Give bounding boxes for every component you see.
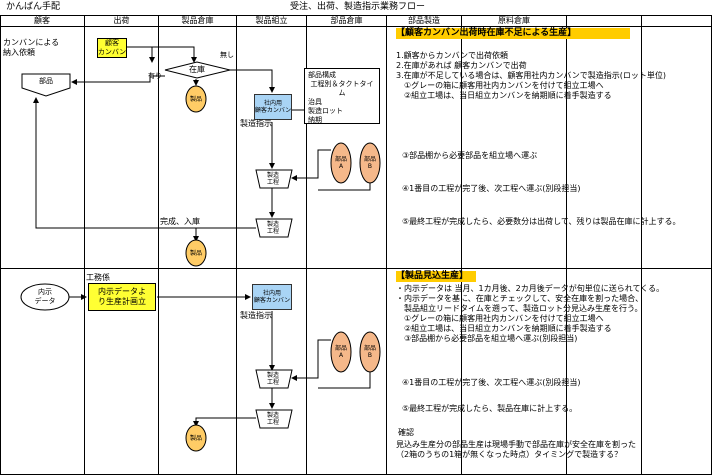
- lane-customer: 顧客: [34, 16, 50, 25]
- part-a-label-2: 部品 A: [334, 345, 347, 359]
- process-shape-4: [255, 409, 293, 429]
- process-shape-2: [255, 218, 293, 238]
- part-a-shape-2: [330, 331, 352, 373]
- in-house-kanban-box-2: 社内用 顧客カンバン: [252, 284, 292, 310]
- stock-label: 在庫: [189, 65, 205, 74]
- lane-shipping: 出荷: [113, 16, 130, 25]
- explain2-lines: ・内示データは 当月、1カ月後、2カ月後データが旬単位に送られてくる。 ・内示デ…: [396, 284, 665, 343]
- mfg-instruction-label: 製造指示: [240, 119, 272, 128]
- lane-parts-manufacturing: 部品製造: [408, 16, 440, 25]
- spec-note: 部品構成 工程別＆タクトタイム 治具 製造ロット 納期: [304, 68, 380, 124]
- process-label-2: 製造 工程: [266, 221, 279, 235]
- customer-parts-label: 部品: [39, 77, 53, 85]
- engineering-label: 工務係: [86, 273, 110, 282]
- customer-request-text: カンバンによる 納入依頼: [3, 38, 60, 57]
- explain2-heading: 【製品見込生産】: [396, 271, 476, 282]
- process-label-3: 製造 工程: [266, 372, 279, 386]
- part-b-label: 部品 B: [363, 156, 376, 170]
- product-label-2: 製品: [189, 249, 202, 257]
- production-plan-box: 内示データよ り生産計画立: [88, 283, 156, 311]
- explain2-step-last: ⑤最終工程が完成したら、製品在庫に計上する。: [402, 404, 578, 413]
- lane-product-warehouse: 製品倉庫: [181, 16, 214, 25]
- explain1-step-first: ④1番目の工程が完了後、次工程へ運ぶ(別段担当): [402, 184, 581, 193]
- explain1-step-parts: ③部品棚から必要部品を組立場へ運ぶ: [402, 151, 538, 160]
- mfg-instruction-label-2: 製造指示: [240, 311, 272, 320]
- part-a-shape: [330, 142, 352, 184]
- completion-label: 完成、入庫: [160, 217, 200, 226]
- customer-parts-shape: [21, 73, 71, 97]
- explain1-heading: 【顧客カンバン出荷時在庫不足による生産】: [396, 28, 630, 39]
- part-a-label: 部品 A: [334, 156, 347, 170]
- explain1-step-last: ⑤最終工程が完成したら、必要数分は出荷して、残りは製品在庫に計上する。: [402, 217, 681, 226]
- forecast-data-label: 内示 データ: [34, 288, 56, 305]
- process-label-4: 製造 工程: [266, 412, 279, 426]
- lane-material-warehouse: 原料倉庫: [498, 16, 530, 25]
- customer-kanban-box: 顧客 カンバン: [97, 38, 127, 58]
- lane-parts-warehouse: 部品倉庫: [330, 16, 363, 25]
- product-label-1: 製品: [189, 95, 202, 103]
- lane-assembly: 製品組立: [255, 16, 288, 25]
- yes-label: 有り: [148, 72, 162, 80]
- in-house-kanban-box: 社内用 顧客カンバン: [254, 94, 292, 120]
- doc-title: 受注、出荷、製造指示業務フロー: [290, 2, 426, 12]
- process-shape-3: [255, 369, 293, 389]
- confirm-title: 確認: [398, 428, 414, 437]
- product-label-3: 製品: [189, 434, 202, 442]
- none-label: 無し: [220, 51, 234, 59]
- process-label-1: 製造 工程: [266, 172, 279, 186]
- confirm-lines: 見込み生産分の部品生産は現場手動で部品在庫が安全在庫を割った （2箱のうちの1箱…: [396, 440, 636, 459]
- explain2-step-first: ④1番目の工程が完了後、次工程へ運ぶ(別段担当): [402, 378, 581, 387]
- explain1-lines: 1.顧客からカンバンで出荷依頼 2.在庫があれば 顧客カンバンで出荷 3.在庫が…: [396, 51, 667, 100]
- corner-label: かんばん手配: [6, 2, 61, 12]
- part-b-label-2: 部品 B: [363, 345, 376, 359]
- process-shape-1: [255, 169, 293, 189]
